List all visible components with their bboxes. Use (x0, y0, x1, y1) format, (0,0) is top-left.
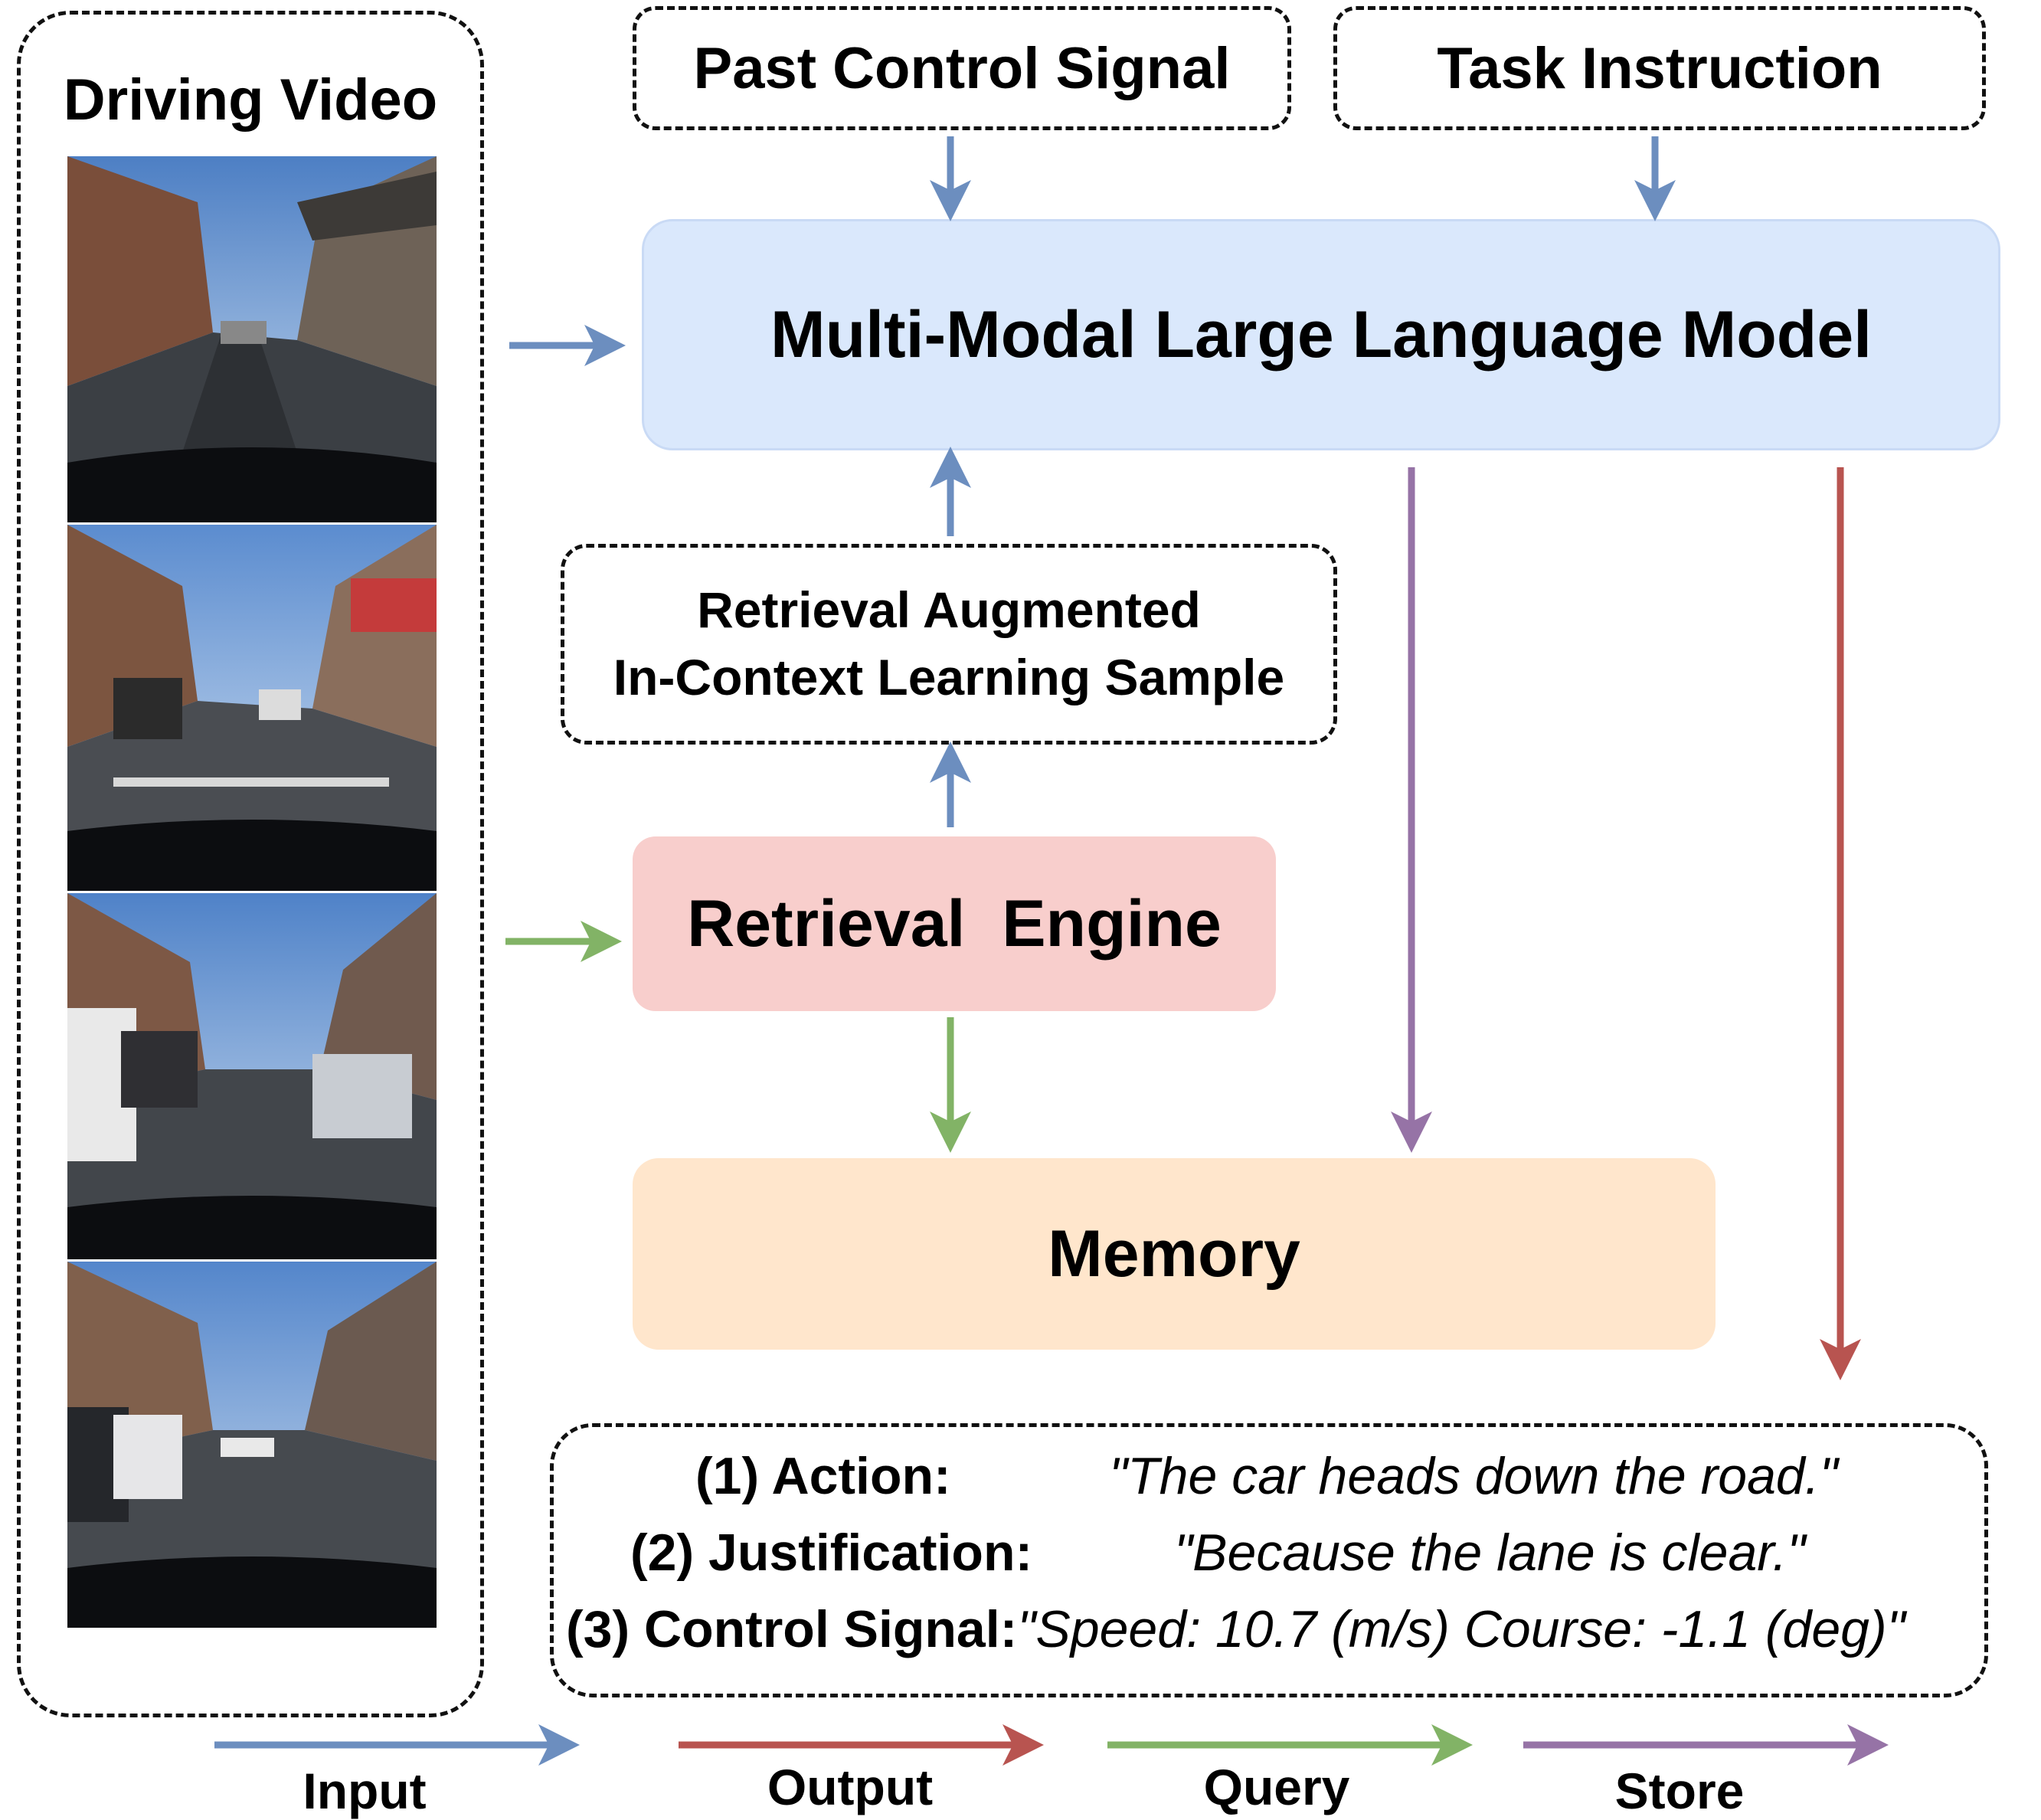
control-signal-label: (3) Control Signal: (566, 1600, 1018, 1658)
driving-video-panel (17, 11, 484, 1717)
action-label: (1) Action: (695, 1447, 951, 1505)
video-frame-3 (67, 893, 437, 1259)
output-box: (1) Action: "The car heads down the road… (550, 1423, 1988, 1697)
video-frame-1 (67, 156, 437, 522)
memory-block: Memory (633, 1158, 1716, 1350)
task-instruction-box: Task Instruction (1333, 6, 1986, 130)
rag-sample-line1: Retrieval Augmented (697, 581, 1201, 639)
mllm-block: Multi-Modal Large Language Model (642, 219, 2000, 450)
legend-input-label: Input (303, 1763, 427, 1819)
legend-store-label: Store (1614, 1763, 1745, 1819)
control-signal-text: "Speed: 10.7 (m/s) Course: -1.1 (deg)" (1017, 1600, 1905, 1658)
justification-label: (2) Justification: (630, 1524, 1033, 1582)
legend-query-label: Query (1203, 1759, 1350, 1815)
past-control-signal-box: Past Control Signal (633, 6, 1291, 130)
video-frame-4 (67, 1262, 437, 1628)
action-text: "The car heads down the road." (1109, 1447, 1838, 1505)
legend-output-label: Output (767, 1759, 934, 1815)
retrieval-engine-block: Retrieval Engine (633, 836, 1276, 1011)
rag-sample-line2: In-Context Learning Sample (613, 649, 1285, 705)
driving-video-title: Driving Video (63, 67, 438, 133)
video-frame-2 (67, 525, 437, 891)
justification-text: "Because the lane is clear." (1174, 1524, 1806, 1582)
